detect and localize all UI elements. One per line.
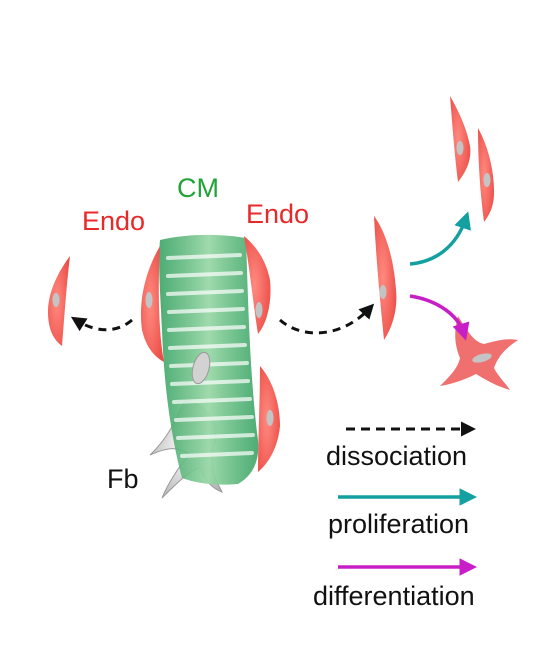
endothelial-cell-left-attached (140, 246, 164, 362)
endothelial-cell-right-attached-top (244, 236, 271, 334)
cardiomyocyte-cell (159, 234, 259, 485)
endo-right-label: Endo (246, 199, 310, 229)
legend-differentiation-label: differentiation (313, 581, 475, 611)
endothelial-cell-right-attached-bottom (258, 366, 280, 472)
cm-nucleus (191, 351, 211, 385)
legend-dissociation-label: dissociation (326, 441, 468, 471)
dissociation-arrow-right (278, 303, 375, 335)
endo-left-label: Endo (82, 206, 146, 236)
fb-label: Fb (107, 464, 139, 494)
endothelial-cell-proliferated-1 (450, 96, 471, 182)
dissociation-arrow-left (70, 316, 133, 332)
differentiation-arrow (409, 294, 470, 341)
endothelial-cell-dissociated-left (48, 256, 70, 346)
proliferation-arrow (409, 211, 471, 266)
legend-proliferation-label: proliferation (328, 509, 470, 539)
endothelial-cell-proliferated-2 (478, 128, 494, 222)
differentiated-cell (440, 316, 518, 390)
cm-label: CM (177, 173, 219, 203)
endothelial-cell-dissociated-right (374, 216, 397, 340)
